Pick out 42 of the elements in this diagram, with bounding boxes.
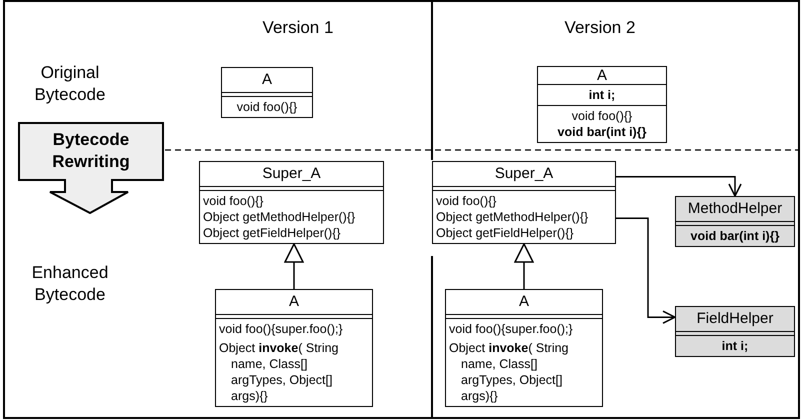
association-arrow xyxy=(616,218,676,324)
method-signature: void bar(int i){} xyxy=(556,124,648,140)
method-signature: Object getMethodHelper(){} xyxy=(203,209,356,225)
association-arrow xyxy=(616,176,742,197)
row-heading: Enhanced Bytecode xyxy=(30,262,110,306)
process-arrow xyxy=(18,122,164,214)
method-signature: Object getFieldHelper(){} xyxy=(436,225,575,241)
class-name: A xyxy=(596,67,608,84)
class-box xyxy=(445,289,603,407)
class-box xyxy=(215,289,373,407)
method-signature: Object invoke( String name, Class[] argTypes, Object[] args){} xyxy=(219,340,340,404)
column-heading: Version 2 xyxy=(564,17,636,39)
method-signature: void foo(){} xyxy=(203,193,264,209)
class-box xyxy=(432,161,616,244)
inheritance-arrow xyxy=(284,243,304,289)
method-signature: void foo(){super.foo();} xyxy=(219,321,344,337)
class-name: A xyxy=(518,292,530,312)
class-box xyxy=(675,196,795,247)
method-signature: Object getFieldHelper(){} xyxy=(203,225,342,241)
class-name: Super_A xyxy=(494,164,554,184)
method-signature: void bar(int i){} xyxy=(690,228,780,244)
method-signature: void foo(){super.foo();} xyxy=(449,321,574,337)
class-name: A xyxy=(260,70,273,90)
class-name: FieldHelper xyxy=(696,309,774,329)
method-signature: void foo(){} xyxy=(236,99,298,115)
process-label: Bytecode Rewriting xyxy=(51,129,131,173)
method-signature: Object invoke( String name, Class[] argTypes, Object[] args){} xyxy=(449,340,570,404)
class-box xyxy=(199,161,384,244)
method-signature: int i; xyxy=(720,338,750,354)
method-signature: Object getMethodHelper(){} xyxy=(436,209,590,225)
inheritance-arrow xyxy=(514,243,534,289)
class-box xyxy=(675,306,795,357)
method-signature: void foo(){} xyxy=(436,193,498,209)
method-signature: void foo(){} xyxy=(570,108,634,124)
field-declaration: int i; xyxy=(588,87,616,103)
column-heading: Version 1 xyxy=(262,17,334,39)
class-box xyxy=(221,67,313,118)
class-name: MethodHelper xyxy=(686,199,784,219)
class-name: A xyxy=(288,292,300,312)
class-box xyxy=(537,66,667,143)
class-name: Super_A xyxy=(261,164,322,184)
row-heading: Original Bytecode xyxy=(34,62,106,106)
